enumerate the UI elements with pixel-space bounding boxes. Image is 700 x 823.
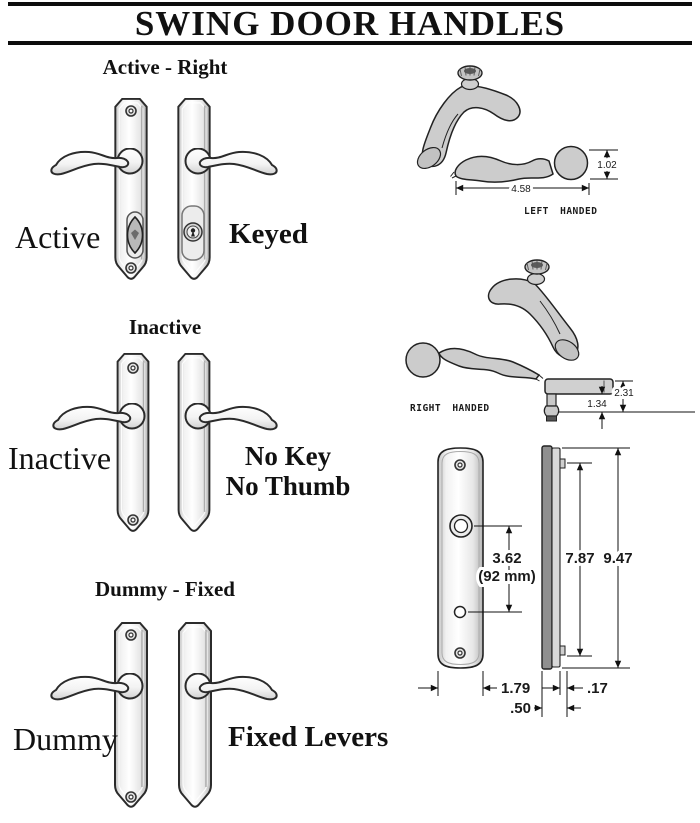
label-dummy: Dummy: [13, 721, 118, 757]
dummy-lever-right: [184, 673, 278, 701]
thumbturn-hole: [453, 605, 467, 619]
right-handed-dimensions: 2.31 1.34: [558, 380, 695, 429]
plate-dimensions: 3.62 (92 mm) 7.87 9.47 1.79 .17: [418, 447, 636, 720]
left-handed-profile-view: [450, 145, 589, 183]
screw-icon: [127, 362, 139, 374]
label-no-key-no-thumb: No Key No Thumb: [222, 441, 354, 501]
label-inactive: Inactive: [8, 440, 112, 476]
right-handed-end-view: [543, 378, 614, 422]
header-rule-bottom: [8, 41, 692, 45]
dummy-plate-right: [177, 621, 213, 808]
key-cylinder-icon: [181, 205, 205, 261]
active-lever: [50, 148, 144, 176]
dim-depth: .50: [510, 700, 531, 717]
dim-lever-height: 1.02: [597, 160, 617, 171]
label-active: Active: [15, 219, 101, 255]
dummy-plate-left: [113, 621, 149, 808]
screw-icon: [125, 629, 137, 641]
right-handed-iso-view: [487, 259, 580, 361]
right-handed-profile-view: [405, 342, 544, 382]
dim-screw-spacing: 7.87: [565, 550, 594, 567]
dim-thickness: .17: [587, 680, 608, 697]
section-heading-dummy: Dummy - Fixed: [95, 577, 235, 601]
dim-spindle: 1.34: [587, 399, 607, 410]
keyed-lever: [184, 148, 278, 176]
dim-overall-height: 9.47: [603, 550, 632, 567]
screw-icon: [127, 514, 139, 526]
left-handed-iso-view: [416, 65, 521, 170]
label-fixed-levers: Fixed Levers: [228, 721, 389, 753]
caption-right-handed: RIGHT HANDED: [410, 403, 490, 414]
screw-icon: [125, 105, 137, 117]
caption-left-handed: LEFT HANDED: [524, 206, 598, 217]
screw-icon: [454, 647, 466, 659]
screw-icon: [454, 459, 466, 471]
dim-width: 1.79: [501, 680, 530, 697]
label-no-key: No Key: [244, 441, 332, 471]
dim-total-height: 2.31: [614, 388, 634, 399]
dim-lever-length: 4.58: [511, 184, 531, 195]
dummy-lever-left: [50, 673, 144, 701]
plate-side-view: [541, 445, 566, 670]
technical-drawings: 1.02 4.58: [405, 65, 695, 720]
left-handed-dimensions: 1.02 4.58: [455, 149, 620, 198]
inactive-plate-left: [116, 352, 150, 532]
inactive-lever-left: [52, 403, 146, 431]
inactive-lever-right: [184, 403, 278, 431]
screw-icon: [125, 262, 137, 274]
dim-hole-spacing-mm: (92 mm): [478, 568, 536, 585]
plate-front-view: [437, 447, 484, 669]
header-rule-top: [8, 2, 692, 6]
thumbturn-icon: [126, 211, 144, 259]
active-keyed-handle-illustration: [50, 97, 278, 280]
label-no-thumb: No Thumb: [225, 471, 351, 501]
screw-icon: [125, 791, 137, 803]
section-heading-active: Active - Right: [102, 55, 228, 79]
dummy-handle-illustration: [50, 621, 278, 808]
section-heading-inactive: Inactive: [128, 315, 202, 339]
inactive-plate-right: [177, 352, 211, 532]
label-keyed: Keyed: [229, 218, 308, 250]
dim-hole-spacing-in: 3.62: [492, 550, 521, 567]
page-title: SWING DOOR HANDLES: [134, 4, 566, 43]
spindle-shaft: [543, 405, 560, 417]
